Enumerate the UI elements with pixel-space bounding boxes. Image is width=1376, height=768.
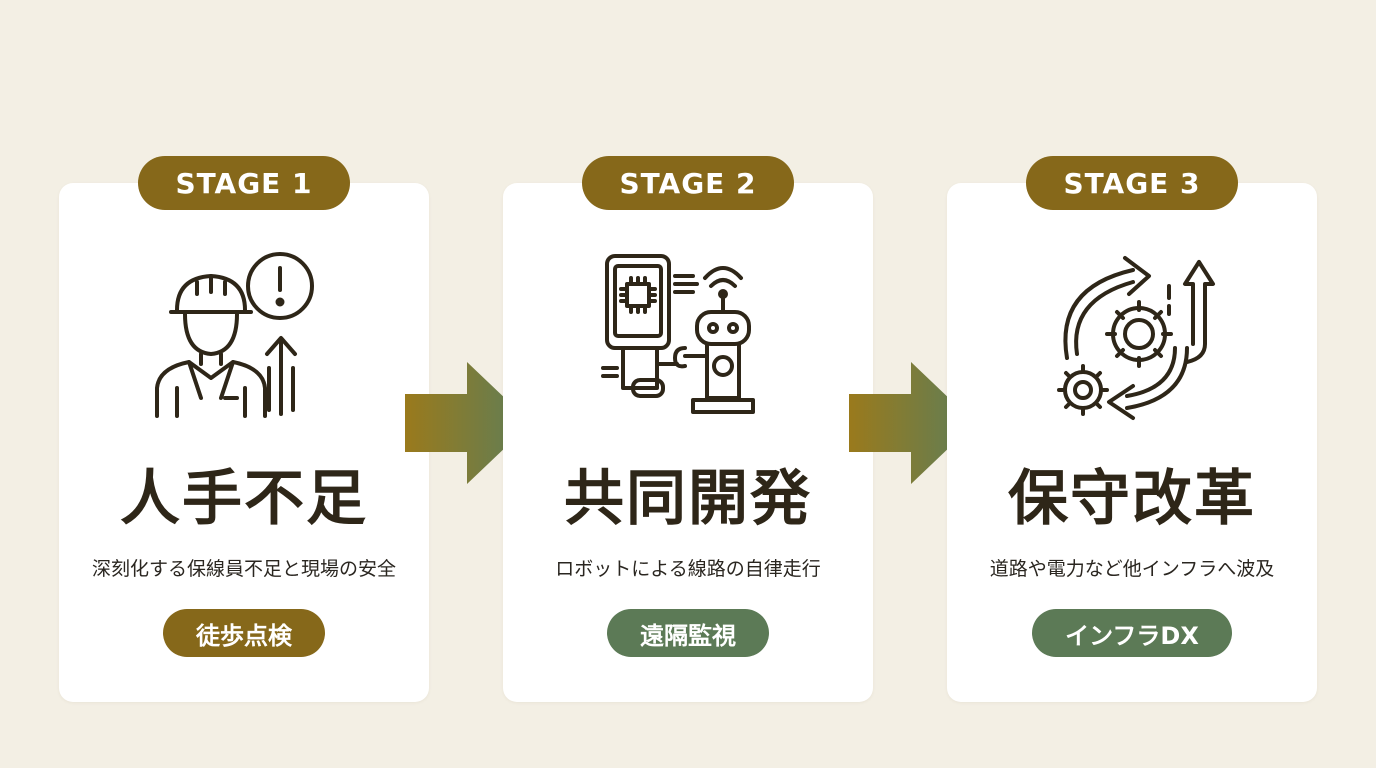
stage-1-title: 人手不足 [120, 464, 368, 534]
stage-3-tag: インフラDX [1032, 609, 1232, 657]
stage-3-title: 保守改革 [1008, 464, 1256, 534]
arrow-right-icon [405, 362, 531, 484]
stage-3-description: 道路や電力など他インフラへ波及 [989, 558, 1275, 580]
gears-cycle-icon [947, 248, 1317, 428]
stage-3-label: STAGE 3 [1026, 156, 1238, 210]
tablet-robot-icon [503, 248, 873, 428]
stage-1-description: 深刻化する保線員不足と現場の安全 [91, 558, 396, 580]
stage-2-tag: 遠隔監視 [607, 609, 769, 657]
stage-2-label: STAGE 2 [582, 156, 794, 210]
stage-1-tag: 徒歩点検 [163, 609, 325, 657]
stage-2-title: 共同開発 [564, 464, 812, 534]
stage-2-description: ロボットによる線路の自律走行 [555, 558, 821, 580]
arrow-right-icon [849, 362, 975, 484]
stage-1-label: STAGE 1 [138, 156, 350, 210]
worker-warning-icon [59, 248, 429, 428]
